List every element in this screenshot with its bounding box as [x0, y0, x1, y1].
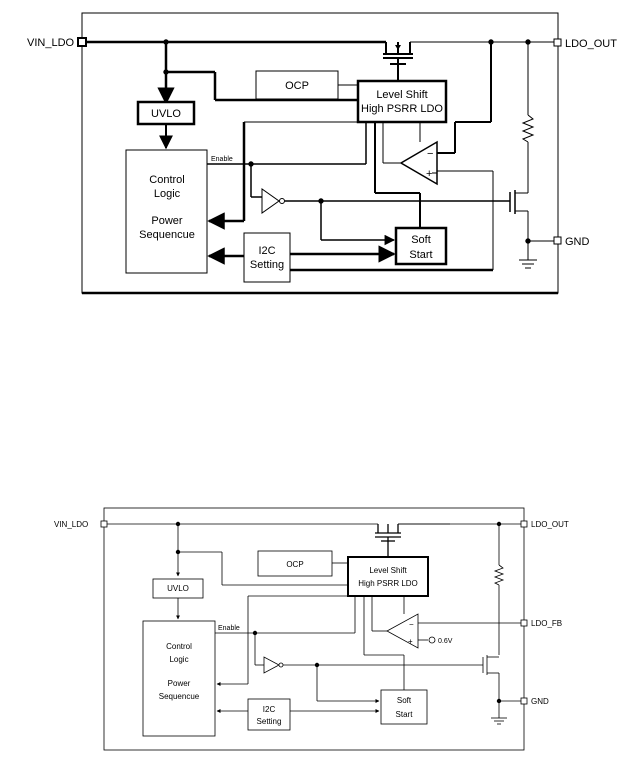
gnd-pin [553, 236, 562, 245]
ocp-label: OCP [285, 80, 309, 92]
soft-start-label-1: Soft [397, 696, 412, 705]
control-label-2: Logic [169, 655, 188, 664]
i2c-label-1: I2C [258, 245, 275, 257]
vin-pin [77, 37, 87, 47]
gnd-pin [520, 697, 528, 705]
i2c-label-1: I2C [263, 705, 276, 714]
chip-outline [103, 507, 525, 751]
i2c-block [247, 698, 291, 731]
uvlo-label: UVLO [151, 108, 181, 120]
gnd-pin-label: GND [565, 236, 590, 248]
ldo-out-pin [553, 38, 562, 47]
control-label-4: Sequencue [139, 229, 195, 241]
opamp-minus: − [427, 148, 433, 160]
error-amplifier [399, 140, 438, 186]
ldo-fb-pin [520, 619, 528, 627]
control-label-3: Power [168, 679, 191, 688]
i2c-label-2: Setting [250, 259, 284, 271]
ldo-label-2: High PSRR LDO [358, 579, 418, 588]
resistor [493, 564, 505, 586]
diagram-2-labels: VIN_LDO LDO_OUT LDO_FB GND OCP Level Shi… [54, 520, 569, 726]
gnd-pin-label: GND [531, 697, 549, 706]
pass-transistor [383, 42, 413, 82]
diagram-2 [100, 507, 528, 751]
soft-start-label-2: Start [396, 710, 414, 719]
ldo-block [356, 79, 448, 124]
diagram-1-labels: VIN_LDO LDO_OUT GND OCP Level Shift High… [27, 37, 617, 271]
pass-transistor [375, 524, 401, 557]
enable-label: Enable [218, 625, 240, 632]
opamp-minus: − [409, 620, 414, 629]
vin-pin-label: VIN_LDO [27, 37, 75, 49]
ldo-block [347, 556, 429, 597]
vin-pin-label: VIN_LDO [54, 520, 88, 529]
ldo-label-1: Level Shift [369, 566, 407, 575]
ldo-out-pin-label: LDO_OUT [565, 38, 617, 50]
enable-label: Enable [211, 156, 233, 163]
soft-start-block [394, 226, 448, 266]
vref-label: 0.6V [438, 638, 453, 645]
control-label-1: Control [149, 174, 184, 186]
vin-pin [100, 520, 108, 528]
opamp-plus: + [426, 168, 432, 180]
ocp-block [257, 550, 333, 577]
ldo-label-2: High PSRR LDO [361, 103, 443, 115]
uvlo-label: UVLO [167, 584, 189, 593]
ldo-fb-pin-label: LDO_FB [531, 619, 562, 628]
control-label-3: Power [151, 215, 183, 227]
control-logic-block [125, 149, 208, 274]
ldo-out-pin [520, 520, 528, 528]
ocp-label: OCP [286, 560, 303, 569]
inverter [261, 188, 280, 214]
i2c-label-2: Setting [257, 717, 282, 726]
control-label-1: Control [166, 642, 192, 651]
error-amplifier [386, 613, 419, 649]
inverter [263, 656, 280, 674]
control-label-2: Logic [154, 188, 181, 200]
soft-start-label-2: Start [409, 249, 432, 261]
soft-start-label-1: Soft [411, 234, 431, 246]
i2c-block [243, 232, 291, 283]
ldo-label-1: Level Shift [376, 89, 427, 101]
ldo-out-pin-label: LDO_OUT [531, 520, 569, 529]
control-label-4: Sequencue [159, 692, 200, 701]
opamp-plus: + [408, 637, 413, 646]
soft-start-block [380, 689, 428, 725]
resistor [521, 114, 535, 143]
control-logic-block [142, 620, 216, 737]
diagram-1 [77, 12, 562, 295]
